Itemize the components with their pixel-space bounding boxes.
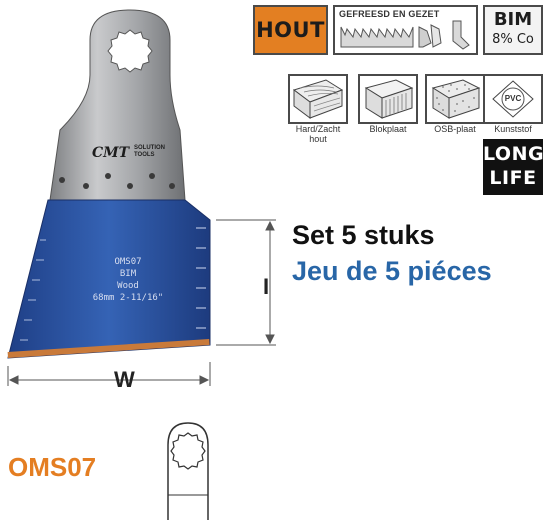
long-life-badge: LONG LIFE (483, 139, 545, 195)
blade-mount-outline-icon (167, 422, 209, 520)
engraving-code: OMS07 (114, 257, 142, 267)
blockboard-icon (364, 79, 414, 119)
material-label-hardwood: Hard/Zacht hout (295, 124, 341, 144)
blade-engraving: OMS07 BIM Wood 68mm 2-11/16" (58, 256, 198, 304)
pvc-icon (492, 80, 534, 118)
bim-label: BIM (493, 9, 533, 30)
cobalt-label: 8% Co (492, 32, 534, 47)
material-label: HOUT (256, 18, 325, 42)
set-text-nl: Set 5 stuks (292, 220, 435, 250)
material-blockboard (358, 74, 418, 124)
long-life-line2: LIFE (489, 167, 537, 189)
material-pvc: PVC (483, 74, 543, 124)
tooth-profile-icon (340, 20, 470, 50)
material-label-pvc: Kunststof (494, 124, 532, 134)
material-hardwood (288, 74, 348, 124)
tooth-type-badge: GEFREESD EN GEZET (333, 5, 478, 55)
tooth-type-label: GEFREESD EN GEZET (339, 9, 440, 19)
osb-icon (431, 79, 481, 119)
blade-brand-logo: CMT (92, 145, 130, 161)
height-dimension-label: I (263, 274, 270, 299)
engraving-use: Wood (117, 281, 139, 291)
pvc-icon-text: PVC (504, 94, 522, 103)
product-code: OMS07 (8, 452, 97, 482)
hardwood-icon (292, 79, 344, 119)
set-text-fr: Jeu de 5 piéces (292, 256, 492, 286)
material-badge-hout: HOUT (253, 5, 328, 55)
saw-blade-illustration (7, 9, 276, 386)
material-label-osb: OSB-plaat (434, 124, 476, 134)
long-life-line1: LONG (483, 143, 545, 165)
bim-badge: BIM 8% Co (483, 5, 543, 55)
width-dimension-label: W (114, 367, 135, 392)
engraving-material: BIM (119, 269, 137, 279)
material-label-blockboard: Blokplaat (369, 124, 407, 134)
blade-brand-sub: SOLUTION TOOLS (134, 145, 165, 158)
engraving-size: 68mm 2-11/16" (92, 293, 164, 303)
material-osb (425, 74, 485, 124)
